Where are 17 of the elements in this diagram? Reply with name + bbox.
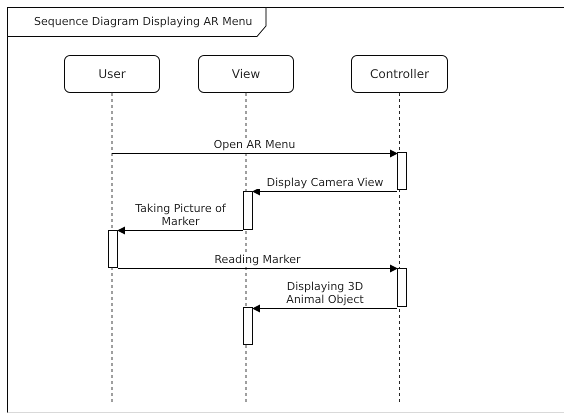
message-arrow — [118, 264, 398, 272]
participant-name: View — [232, 67, 260, 81]
activation-bar — [243, 191, 253, 230]
message-arrow — [252, 188, 398, 196]
activation-bar — [397, 268, 407, 307]
participant-name: User — [98, 67, 126, 81]
activation-bar — [108, 230, 118, 268]
participant-name: Controller — [370, 67, 430, 81]
participant-box — [64, 55, 160, 93]
participant-box — [351, 55, 448, 93]
message-arrow — [112, 150, 398, 158]
activation-bar — [243, 307, 253, 345]
message-arrow — [252, 304, 398, 312]
diagram-title: Sequence Diagram Displaying AR Menu — [34, 15, 252, 29]
participant-box — [198, 55, 294, 93]
message-arrow — [117, 226, 244, 234]
activation-bar — [397, 152, 407, 190]
